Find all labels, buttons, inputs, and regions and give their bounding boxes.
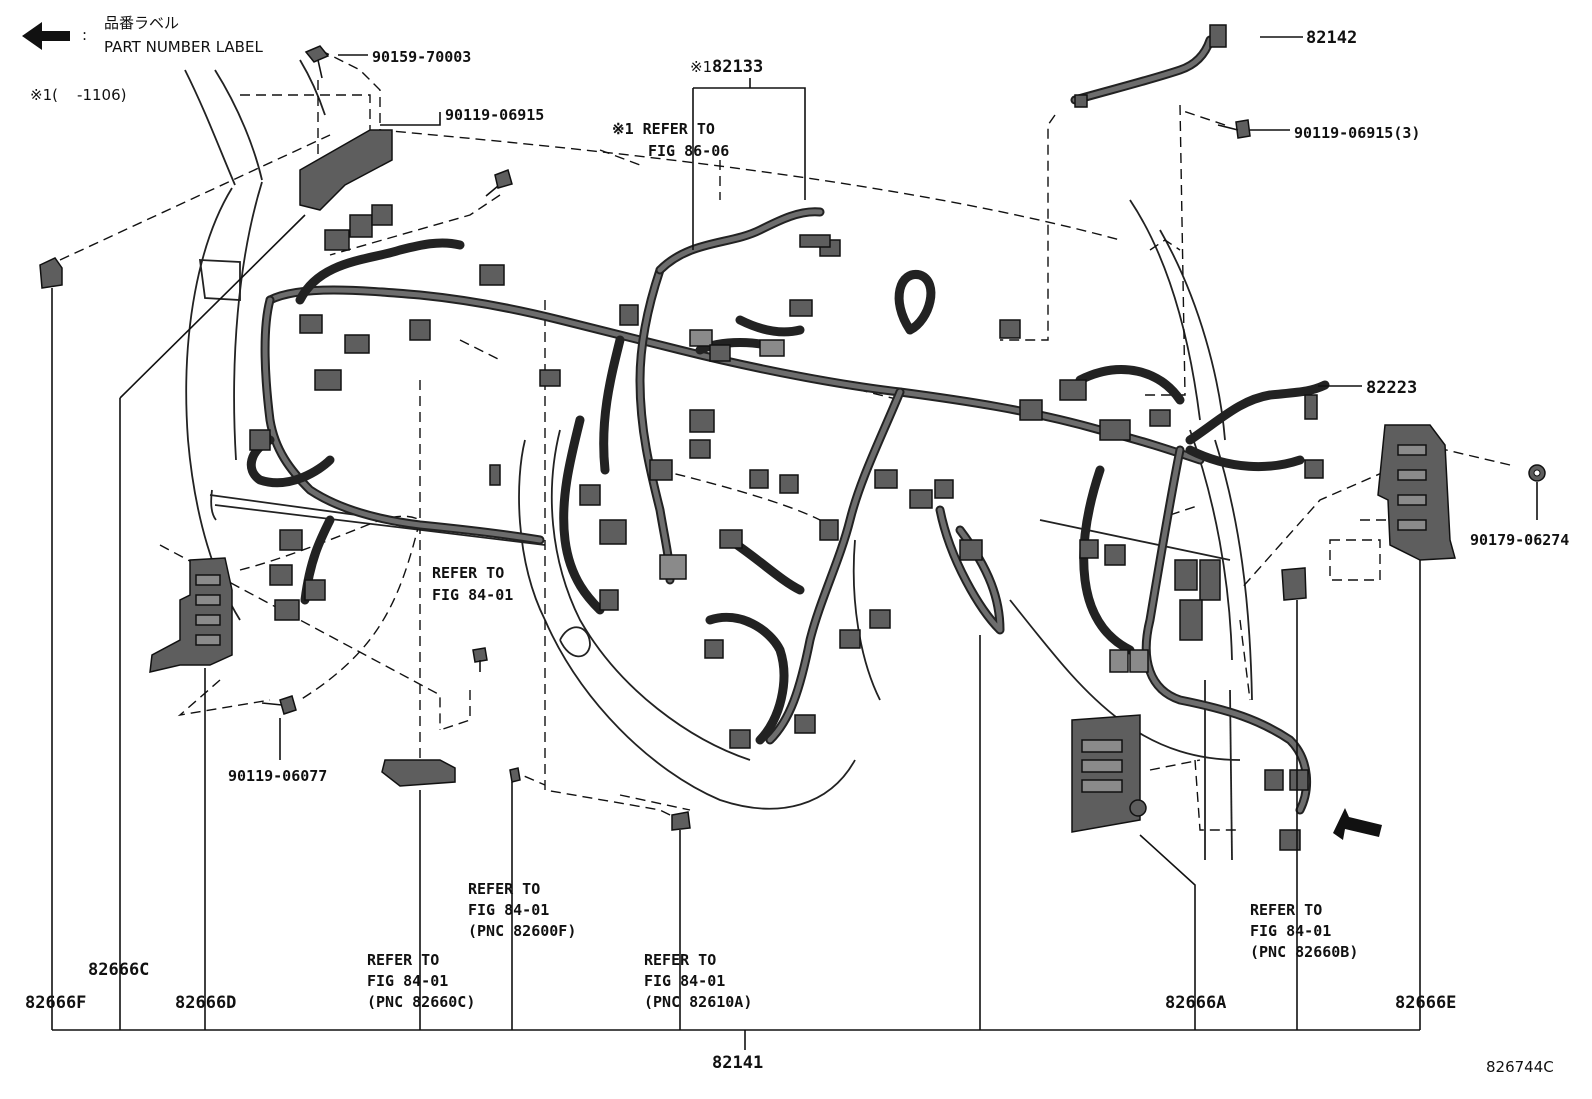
view-arrow-icon [1333,808,1382,840]
leader-lines [51,36,1538,1050]
callout-90119-06915-3: 90119-06915(3) [1294,124,1420,142]
refer-82660c-line2: FIG 84-01 [367,972,448,990]
harness-connectors [249,24,1324,851]
refer-fig-84-01-mid-line1: REFER TO [432,564,504,582]
callout-90179-06274: 90179-06274 [1470,531,1569,549]
assembly-guide-lines [59,49,1511,831]
clip-82610A [671,811,691,831]
refer-fig-86-06-line2: FIG 86-06 [648,142,729,160]
refer-82600f-line3: (PNC 82600F) [468,922,576,940]
front-arrow-icon [22,22,70,50]
bolt-icon [472,647,488,672]
refer-82660c-line3: (PNC 82660C) [367,993,475,1011]
callout-82223: 82223 [1366,378,1417,398]
bracket-82666C [299,129,393,211]
clip-82660B [1281,567,1307,601]
bolt-icon [485,169,513,197]
bolt-icon [261,695,297,715]
refer-82660b-line2: FIG 84-01 [1250,922,1331,940]
figure-id: 826744C [1486,1058,1554,1076]
bracket-82666E [1377,424,1456,561]
callout-82666C: 82666C [88,960,149,980]
legend-label-jp: 品番ラベル [104,14,179,32]
model-note: ※1( -1106) [30,86,126,104]
refer-82610a-line1: REFER TO [644,951,716,969]
legend-colon: : [82,26,87,44]
callout-82666F: 82666F [25,993,86,1013]
main-harness [246,35,1330,815]
clip-82660C [381,759,456,787]
refer-82600f-line1: REFER TO [468,880,540,898]
junction-block-82666A [1071,714,1147,833]
callout-82141: 82141 [712,1053,763,1073]
part-number-legend: : 品番ラベル PART NUMBER LABEL [22,14,263,56]
callout-90119-06915: 90119-06915 [445,106,544,124]
callout-90159-70003: 90159-70003 [372,48,471,66]
bracket-82666D [149,557,233,673]
bolts [261,45,1546,715]
refer-82660b-line1: REFER TO [1250,901,1322,919]
dashboard-outline [184,59,1253,861]
bolt-icon [1217,119,1251,139]
refer-82660b-line3: (PNC 82660B) [1250,943,1358,961]
refer-82610a-line3: (PNC 82610A) [644,993,752,1011]
refer-82600f-line2: FIG 84-01 [468,901,549,919]
callout-82666D: 82666D [175,993,236,1013]
refer-fig-84-01-mid-line2: FIG 84-01 [432,586,513,604]
legend-label-en: PART NUMBER LABEL [104,38,263,56]
refer-82660c-line1: REFER TO [367,951,439,969]
callout-82142: 82142 [1306,28,1357,48]
bolt-icon [1528,464,1546,482]
callout-82666A: 82666A [1165,993,1226,1013]
bolt-icon [304,45,330,79]
clip-82600F [509,767,521,783]
callout-82133-mark: ※1 [690,58,712,76]
callout-82666E: 82666E [1395,993,1456,1013]
refer-fig-86-06-line1: ※1 REFER TO [612,120,715,138]
callout-90119-06077: 90119-06077 [228,767,327,785]
callout-82133: 82133 [712,57,763,77]
callout-labels: 90159-70003 90119-06915 ※1 82133 ※1 REFE… [25,28,1569,1073]
clip-82666F [39,257,63,289]
refer-82610a-line2: FIG 84-01 [644,972,725,990]
